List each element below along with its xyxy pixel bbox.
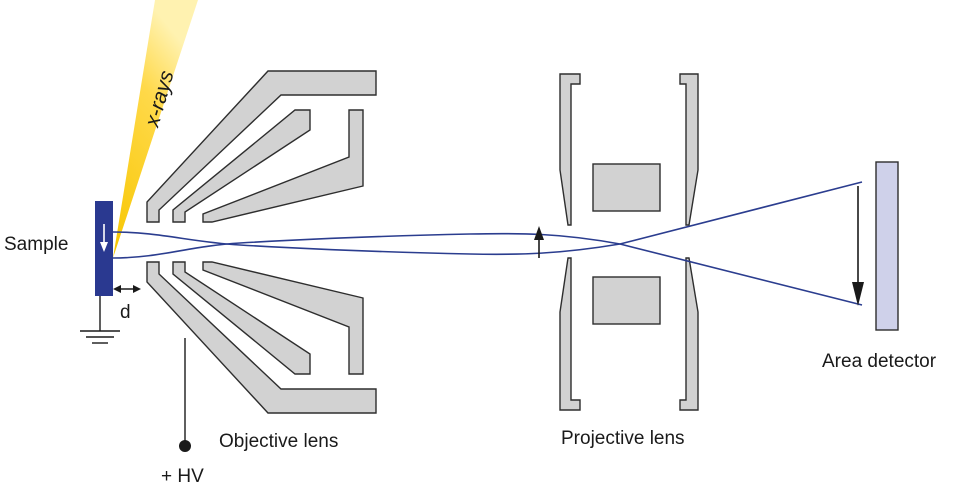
projective-electrode-right-upper bbox=[679, 73, 699, 226]
hv-label: + HV bbox=[161, 466, 204, 487]
sample-label: Sample bbox=[4, 234, 68, 255]
projective-lens bbox=[559, 73, 699, 411]
ground-icon bbox=[80, 296, 120, 344]
objective-lens-label: Objective lens bbox=[219, 431, 338, 452]
distance-label: d bbox=[120, 302, 131, 323]
projective-pole-lower bbox=[592, 276, 661, 325]
objective-electrode-upper-3 bbox=[202, 109, 364, 223]
area-detector-label: Area detector bbox=[822, 351, 937, 372]
projective-electrode-right-lower bbox=[679, 257, 699, 411]
objective-electrode-upper-2 bbox=[172, 109, 311, 223]
distance-arrow-icon bbox=[113, 285, 141, 293]
projective-pole-upper bbox=[592, 163, 661, 212]
objective-electrode-upper-1 bbox=[146, 70, 377, 223]
intermediate-image-arrow-icon bbox=[534, 226, 544, 258]
area-detector bbox=[875, 161, 899, 331]
objective-electrode-lower-3 bbox=[202, 261, 364, 375]
projective-electrode-left-lower bbox=[559, 257, 581, 411]
final-image-arrow-icon bbox=[852, 186, 864, 306]
xray-beam bbox=[113, 0, 198, 258]
projective-lens-label: Projective lens bbox=[561, 428, 685, 449]
objective-electrode-lower-2 bbox=[172, 261, 311, 375]
sample-arrow-icon bbox=[100, 224, 108, 252]
projective-electrode-left-upper bbox=[559, 73, 581, 226]
hv-terminal bbox=[179, 440, 191, 452]
electron-trajectories bbox=[112, 181, 863, 306]
objective-electrode-lower-1 bbox=[146, 261, 377, 414]
objective-lens bbox=[146, 70, 377, 414]
